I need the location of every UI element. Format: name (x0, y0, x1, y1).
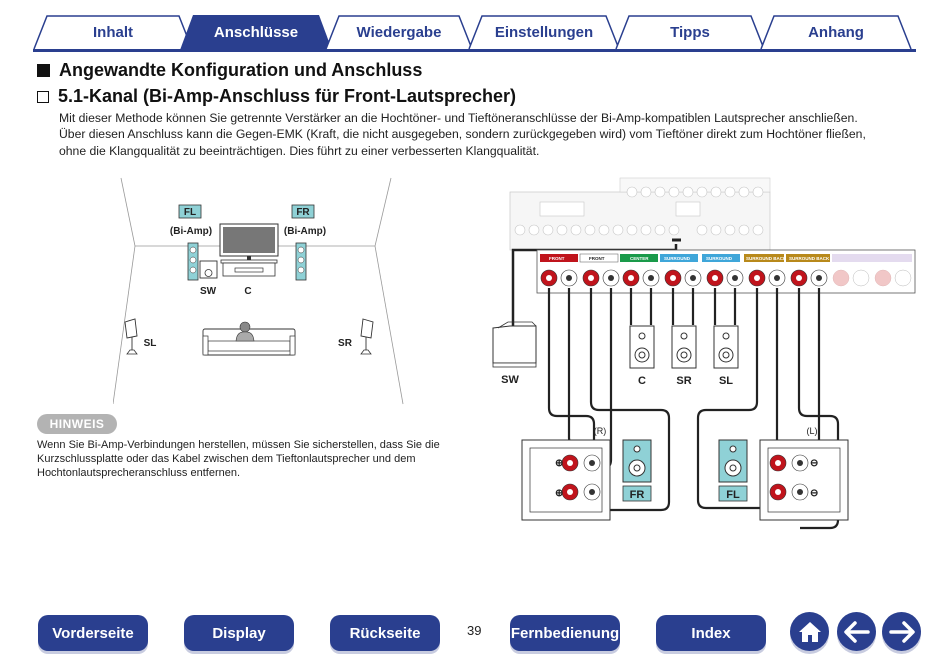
tab-label: Anschlüsse (213, 23, 299, 41)
tab-label: Einstellungen (494, 23, 594, 41)
hinweis-line: Hochtonlautsprecheranschluss entfernen. (37, 467, 241, 479)
c-label: C (244, 286, 251, 297)
back-button[interactable] (837, 612, 876, 651)
tab-label: Inhalt (93, 23, 133, 41)
hinweis-line: Kurzschlussplatte oder das Kabel zwische… (37, 453, 416, 465)
speaker-terminal-labels: FRONT FRONT CENTER SURROUND SURROUND SUR… (540, 253, 912, 263)
fr-sub-label: (Bi-Amp) (284, 226, 326, 237)
sw-label: SW (501, 374, 519, 386)
speaker-terminals (540, 269, 912, 287)
fr-label: FR (630, 489, 645, 501)
display-button[interactable]: Display (184, 615, 294, 651)
terminal-label: SURROUND BACK (789, 256, 830, 261)
room-layout-diagram: FL (Bi-Amp) FR (Bi-Amp) SW C SL SR (113, 177, 404, 405)
arrow-right-icon (888, 620, 915, 643)
tv-icon (219, 223, 279, 277)
sw-label: SW (200, 286, 217, 297)
tab-tipps[interactable]: Tipps (615, 14, 765, 50)
sr-label: SR (338, 338, 353, 349)
tab-bar: Inhalt Anschlüsse Wiedergabe Einstellung… (0, 0, 950, 56)
hinweis-text: Wenn Sie Bi-Amp-Verbindungen herstellen,… (37, 438, 467, 480)
center-speaker-box (629, 325, 655, 369)
tab-anschluesse[interactable]: Anschlüsse (180, 14, 332, 50)
left-speaker-terminal-panel: ⊖ ⊖ (759, 439, 849, 521)
arrow-left-icon (843, 620, 870, 643)
right-label: (R) (594, 426, 607, 436)
rueckseite-button[interactable]: Rückseite (330, 615, 440, 651)
left-label: (L) (807, 426, 818, 436)
fl-sub-label: (Bi-Amp) (170, 226, 212, 237)
sr-label: SR (676, 375, 691, 387)
terminal-label: FRONT (589, 256, 605, 261)
fr-speaker-icon (295, 242, 307, 281)
subwoofer-box (492, 321, 537, 368)
intro-paragraph: Mit dieser Methode können Sie getrennte … (59, 110, 929, 159)
intro-line: ohne die Klangqualität zu beeinträchtige… (59, 143, 540, 158)
square-bullet-icon (37, 64, 50, 77)
terminal-label: CENTER (630, 256, 649, 261)
fernbedienung-button[interactable]: Fernbedienung (510, 615, 620, 651)
fr-speaker-box (622, 439, 652, 502)
sr-speaker-icon (360, 318, 374, 355)
fl-speaker-icon (187, 242, 199, 281)
tab-label: Tipps (670, 23, 710, 41)
page-heading: Angewandte Konfiguration und Anschluss (37, 60, 422, 81)
sl-label: SL (719, 375, 733, 387)
terminal-label: FRONT (549, 256, 565, 261)
fr-label: FR (296, 207, 310, 218)
forward-button[interactable] (882, 612, 921, 651)
svg-text:⊖: ⊖ (810, 458, 818, 469)
home-icon (798, 621, 821, 642)
index-button[interactable]: Index (656, 615, 766, 651)
svg-text:⊕: ⊕ (555, 488, 563, 499)
section-heading: 5.1-Kanal (Bi-Amp-Anschluss für Front-La… (37, 86, 516, 107)
tab-label: Wiedergabe (356, 23, 442, 41)
wiring-diagram: FRONT FRONT CENTER SURROUND SURROUND SUR… (492, 177, 916, 530)
svg-text:⊕: ⊕ (555, 458, 563, 469)
tab-anhang[interactable]: Anhang (760, 14, 912, 50)
intro-line: Über diesen Anschluss kann die Gegen-EMK… (59, 127, 866, 142)
terminal-label: SURROUND BACK (746, 256, 787, 261)
fl-label: FL (726, 489, 740, 501)
sofa-icon (202, 321, 296, 356)
fl-label: FL (184, 207, 196, 218)
tab-wiedergabe[interactable]: Wiedergabe (325, 14, 473, 50)
heading-text: Angewandte Konfiguration und Anschluss (59, 60, 423, 80)
right-speaker-terminal-panel: ⊕ ⊕ (521, 439, 611, 521)
receiver-rear-panel (509, 177, 771, 251)
sl-speaker-box (713, 325, 739, 369)
subwoofer-icon (199, 260, 218, 279)
vorderseite-button[interactable]: Vorderseite (38, 615, 148, 651)
c-label: C (638, 375, 646, 387)
checkbox-bullet-icon (37, 90, 49, 103)
hinweis-line: Wenn Sie Bi-Amp-Verbindungen herstellen,… (37, 439, 440, 451)
terminal-label: SURROUND (664, 256, 691, 261)
home-button[interactable] (790, 612, 829, 651)
subheading-text: 5.1-Kanal (Bi-Amp-Anschluss für Front-La… (58, 86, 517, 106)
tab-underline (33, 49, 916, 52)
tab-einstellungen[interactable]: Einstellungen (468, 14, 620, 50)
svg-text:⊖: ⊖ (810, 488, 818, 499)
tab-label: Anhang (808, 23, 864, 41)
sl-label: SL (144, 338, 157, 349)
intro-line: Mit dieser Methode können Sie getrennte … (59, 111, 858, 125)
fl-speaker-box (718, 439, 748, 502)
tab-inhalt[interactable]: Inhalt (33, 14, 193, 50)
sr-speaker-box (671, 325, 697, 369)
sl-speaker-icon (124, 318, 138, 355)
terminal-label: SURROUND (706, 256, 733, 261)
page-number: 39 (467, 623, 482, 638)
hinweis-badge: HINWEIS (37, 414, 117, 434)
